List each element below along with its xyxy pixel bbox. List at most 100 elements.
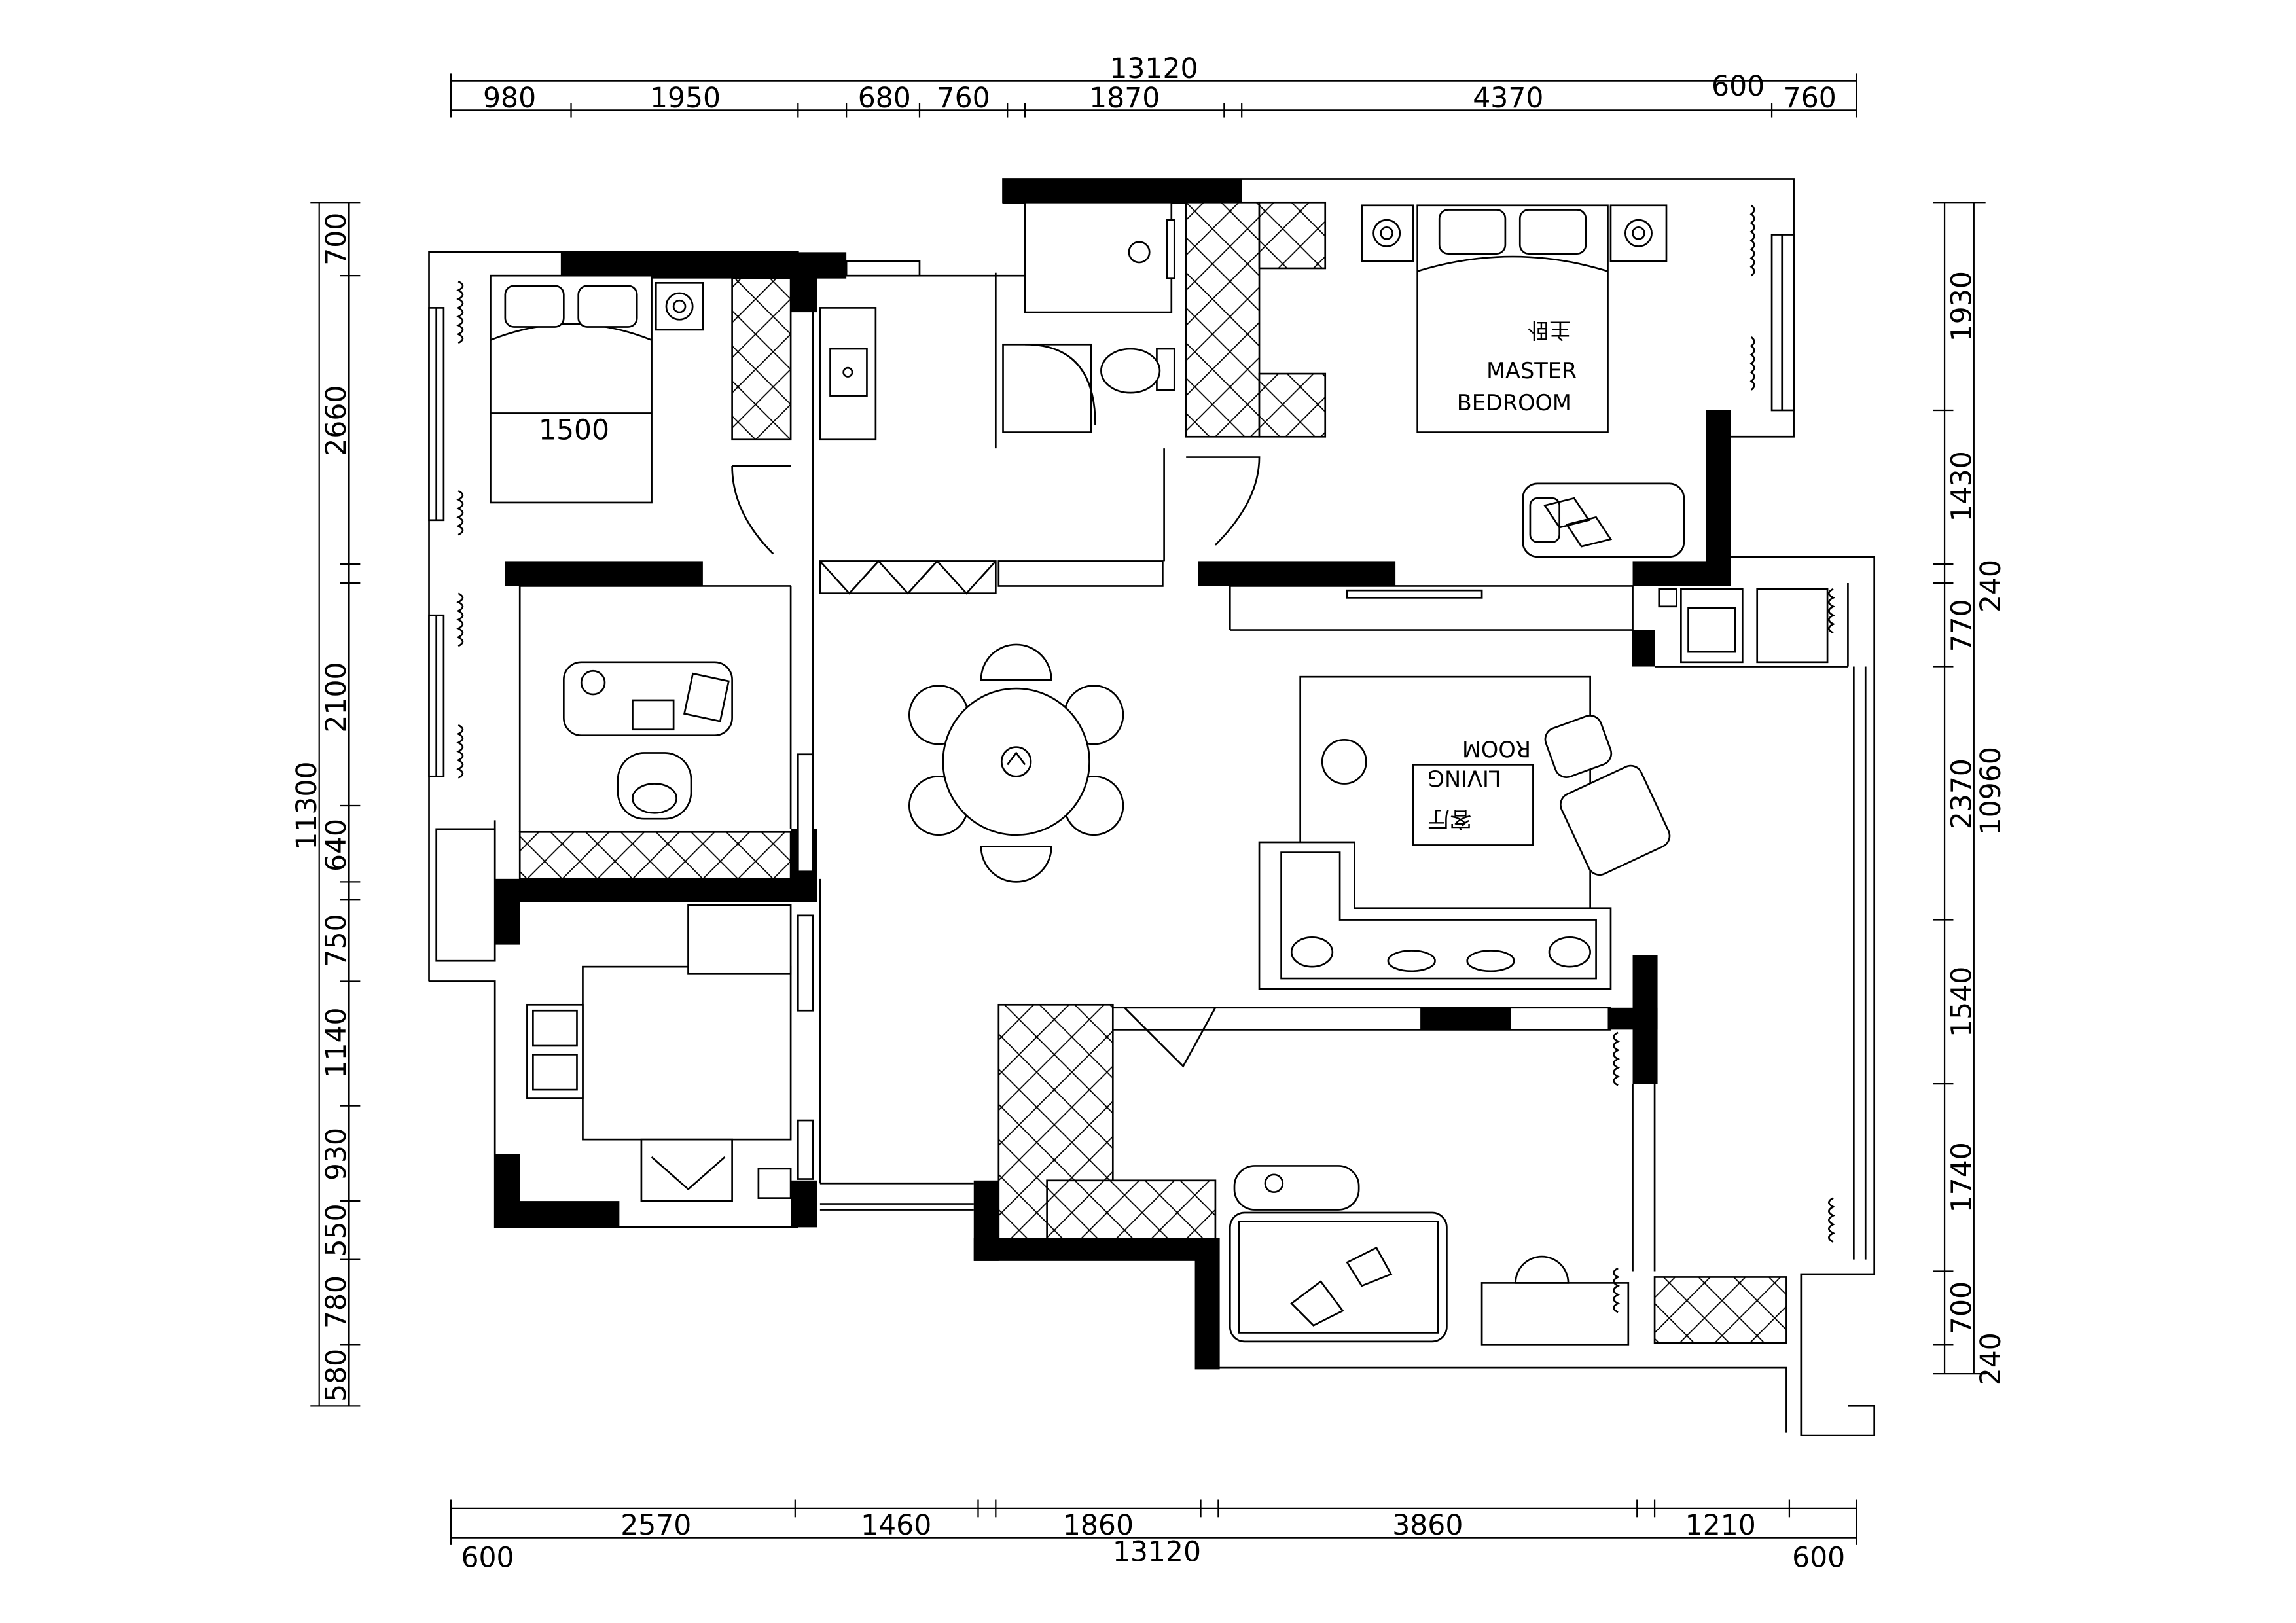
right-total-label: 10960 [1975, 747, 2007, 835]
bottom-total-label: 13120 [1113, 1536, 1201, 1568]
radiator-icon [1749, 204, 1755, 277]
door-swing [731, 465, 791, 555]
top-dim-7: 600 [1712, 71, 1765, 103]
master-bedroom-en-1: MASTER [1486, 358, 1577, 383]
radiator-icon [456, 280, 464, 536]
bed-width-label: 1500 [539, 415, 609, 447]
bottom-end-right: 600 [1792, 1542, 1845, 1574]
radiator-icon [1749, 336, 1755, 391]
wardrobe [731, 277, 792, 441]
round-stool-icon [1233, 1165, 1360, 1211]
master-closet [1185, 201, 1261, 438]
top-dim-4: 760 [937, 82, 990, 115]
shared-bathroom [819, 307, 877, 441]
nightstand-lamp-icon [655, 282, 704, 331]
top-dim-3: 680 [858, 82, 911, 115]
solid-walls [495, 179, 1731, 1370]
nightstand-right-icon [1609, 204, 1668, 262]
bottom-dimensions: 2570 1460 1860 3860 1210 600 13120 600 [450, 1499, 1857, 1574]
left-dim-9: 780 [321, 1275, 353, 1329]
living-room-cn-label: 客厅 [1427, 806, 1471, 832]
right-dim-5: 2370 [1946, 758, 1978, 829]
top-dimensions: 13120 980 1950 680 760 1870 4370 600 760 [450, 53, 1857, 118]
master-door-swing [1186, 456, 1261, 546]
living-room-en-1: LIVING [1427, 765, 1501, 791]
right-dim-6: 1540 [1946, 967, 1978, 1037]
dining-area [908, 643, 1124, 883]
oven-icon [1680, 588, 1744, 664]
nightstand-left-icon [1361, 204, 1414, 262]
master-bedroom: 主卧 MASTER BEDROOM [1361, 204, 1755, 558]
desk [1480, 1282, 1630, 1346]
kitchen [526, 904, 814, 1202]
left-dim-4: 640 [321, 819, 353, 872]
study-desk [562, 661, 733, 737]
left-dim-1: 700 [321, 213, 353, 266]
study-cabinet [518, 830, 792, 880]
left-dim-6: 1140 [321, 1007, 353, 1078]
stove-icon [640, 1138, 733, 1202]
radiator-icon [1828, 1197, 1836, 1243]
door-swing [1122, 1007, 1217, 1068]
living-room: LIVING ROOM 客厅 [1258, 588, 1829, 990]
right-dim-2: 1430 [1946, 451, 1978, 522]
shower-drain-icon [1128, 241, 1151, 264]
master-bathroom [1002, 201, 1327, 546]
sink-icon [1756, 588, 1829, 664]
right-dim-8: 700 [1946, 1281, 1978, 1334]
bottom-dim-4: 3860 [1392, 1510, 1463, 1542]
side-table-icon [1321, 739, 1367, 785]
top-total-label: 13120 [1109, 53, 1198, 85]
right-dim-7: 1740 [1946, 1142, 1978, 1213]
coffee-table [1412, 764, 1534, 846]
left-total-label: 11300 [291, 761, 323, 849]
armchair-icon [1544, 715, 1671, 876]
left-dim-10: 580 [321, 1349, 353, 1402]
study [435, 592, 814, 962]
lounge-chair [1522, 482, 1685, 558]
shower-door [1025, 343, 1096, 425]
bottom-dim-1: 2570 [620, 1510, 691, 1542]
left-dim-5: 750 [321, 914, 353, 967]
windows [428, 234, 1795, 777]
top-dim-8: 760 [1784, 82, 1837, 115]
master-bedroom-cn-label: 主卧 [1527, 317, 1571, 343]
daybed [1229, 1211, 1448, 1343]
master-bedroom-en-2: BEDROOM [1457, 390, 1571, 416]
kitchenette [1658, 588, 1829, 664]
bottom-end-left: 600 [461, 1542, 514, 1574]
sectional-sofa [1258, 841, 1612, 990]
chair-icon [1515, 1255, 1570, 1284]
double-sink-icon [526, 1003, 584, 1099]
left-dim-7: 930 [321, 1128, 353, 1181]
radiator-icon [456, 724, 464, 779]
radiator-icon [1613, 1031, 1621, 1086]
bottom-dim-2: 1460 [861, 1510, 931, 1542]
left-dim-8: 550 [321, 1204, 353, 1257]
office-chair-icon [617, 752, 692, 820]
top-dim-2: 1950 [650, 82, 721, 115]
bedroom-2: 1500 [456, 274, 792, 555]
toilet-icon [1100, 348, 1175, 394]
right-dim-3: 240 [1975, 560, 2007, 613]
right-dim-1: 1930 [1946, 271, 1978, 342]
bedroom-3 [997, 588, 1836, 1346]
left-dim-2: 2660 [321, 385, 353, 456]
double-bed: 1500 [490, 274, 653, 504]
round-dining-table [942, 687, 1090, 836]
radiator-icon [1613, 1267, 1621, 1313]
bottom-dim-5: 1210 [1685, 1510, 1756, 1542]
bottom-dim-3: 1860 [1063, 1510, 1134, 1542]
top-dim-6: 4370 [1473, 82, 1543, 115]
right-dim-4: 770 [1946, 599, 1978, 652]
radiator-icon [456, 592, 464, 647]
living-room-en-2: ROOM [1462, 736, 1531, 762]
right-dimensions: 1930 1430 240 770 2370 1540 1740 700 240… [1933, 202, 2007, 1385]
top-dim-1: 980 [483, 82, 536, 115]
top-dim-5: 1870 [1089, 82, 1160, 115]
left-dim-3: 2100 [321, 662, 353, 732]
radiator-icon [1828, 588, 1836, 634]
left-dimensions: 11300 700 2660 2100 640 750 1140 930 550… [291, 202, 361, 1407]
storage-cabinet [1653, 1276, 1787, 1344]
